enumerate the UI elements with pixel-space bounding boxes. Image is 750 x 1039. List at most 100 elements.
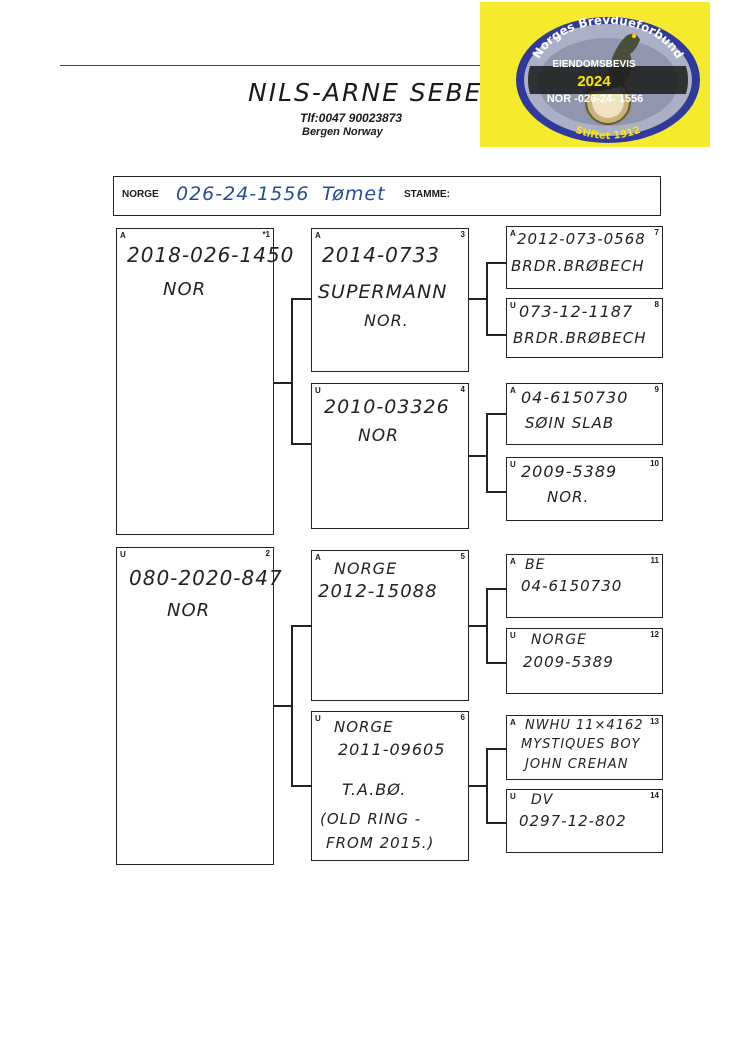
position-number: 14 bbox=[650, 791, 659, 800]
ancestor-ring: 2012-15088 bbox=[318, 581, 438, 602]
connector bbox=[291, 625, 311, 627]
cert-year: 2024 bbox=[577, 73, 611, 90]
ancestor-ring: 2009-5389 bbox=[523, 653, 614, 671]
connector bbox=[273, 705, 291, 707]
position-number: 12 bbox=[650, 630, 659, 639]
connector bbox=[486, 413, 488, 491]
ancestor-info: MYSTIQUES BOY bbox=[521, 737, 641, 752]
ancestor-info: T.A.BØ. bbox=[342, 780, 407, 799]
connector bbox=[291, 625, 293, 785]
sex-marker: U bbox=[510, 301, 516, 310]
connector bbox=[486, 588, 506, 590]
header-rule bbox=[60, 65, 480, 66]
ancestor-info: DV bbox=[531, 792, 554, 808]
position-number: 4 bbox=[460, 385, 465, 394]
pedigree-box-8: U 8 073-12-1187 BRDR.BRØBECH bbox=[506, 298, 663, 358]
ancestor-ring: 073-12-1187 bbox=[519, 302, 634, 321]
ancestor-info: NORGE bbox=[334, 559, 398, 578]
position-number: 13 bbox=[650, 717, 659, 726]
connector bbox=[468, 625, 486, 627]
pigeon-country: NORGE bbox=[122, 189, 159, 200]
ancestor-info: JOHN CREHAN bbox=[525, 757, 629, 772]
emblem-graphic: Norges Brevdueforbund Stiftet 1912 bbox=[516, 13, 700, 143]
ancestor-info: NOR bbox=[167, 600, 211, 621]
ancestor-ring: 2009-5389 bbox=[521, 462, 618, 481]
sex-marker: U bbox=[315, 714, 321, 723]
federation-emblem: Norges Brevdueforbund Stiftet 1912 bbox=[514, 13, 702, 144]
owner-name: NILS-ARNE SEBERG bbox=[248, 78, 524, 107]
connector bbox=[291, 785, 311, 787]
ancestor-info: NOR. bbox=[364, 311, 409, 330]
cert-ring-number: NOR -026-24- 1556 bbox=[546, 93, 644, 105]
pedigree-box-9: A 9 04-6150730 SØIN SLAB bbox=[506, 383, 663, 445]
connector bbox=[486, 262, 506, 264]
ancestor-ring: 0297-12-802 bbox=[519, 812, 627, 830]
ancestor-info: NOR bbox=[358, 426, 399, 446]
pigeon-strain-label: STAMME: bbox=[404, 189, 450, 200]
ancestor-info: BE bbox=[525, 557, 546, 573]
ancestor-ring: 04-6150730 bbox=[521, 388, 629, 407]
position-number: 5 bbox=[460, 552, 465, 561]
sex-marker: A bbox=[315, 553, 321, 562]
ancestor-info: NORGE bbox=[334, 718, 394, 736]
ancestor-info: NOR. bbox=[547, 488, 590, 506]
pedigree-box-11: A 11 BE 04-6150730 bbox=[506, 554, 663, 618]
ancestor-info: BRDR.BRØBECH bbox=[511, 257, 645, 275]
sex-marker: U bbox=[510, 460, 516, 469]
pedigree-box-5: A 5 NORGE 2012-15088 bbox=[311, 550, 469, 701]
sex-marker: U bbox=[510, 631, 516, 640]
connector bbox=[468, 785, 486, 787]
cert-doc-type: EIENDOMSBEVIS bbox=[552, 59, 636, 70]
pedigree-box-4: U 4 2010-03326 NOR bbox=[311, 383, 469, 529]
sex-marker: A bbox=[120, 231, 126, 240]
ancestor-ring: 2011-09605 bbox=[338, 740, 446, 759]
pedigree-box-3: A 3 2014-0733 SUPERMANN NOR. bbox=[311, 228, 469, 372]
pedigree-box-6: U 6 NORGE 2011-09605 T.A.BØ. (OLD RING -… bbox=[311, 711, 469, 861]
owner-phone: Tlf:0047 90023873 bbox=[300, 111, 403, 125]
sex-marker: A bbox=[510, 557, 516, 566]
pedigree-box-12: U 12 NORGE 2009-5389 bbox=[506, 628, 663, 694]
pedigree-box-10: U 10 2009-5389 NOR. bbox=[506, 457, 663, 521]
ancestor-info: NORGE bbox=[531, 632, 587, 648]
ownership-certificate: Norges Brevdueforbund Stiftet 1912 EIEND… bbox=[480, 2, 710, 147]
position-number: 2 bbox=[265, 549, 270, 558]
ancestor-info: (OLD RING - bbox=[320, 810, 422, 828]
connector bbox=[468, 455, 486, 457]
ancestor-info: FROM 2015.) bbox=[326, 834, 435, 852]
pedigree-box-mother: U 2 080-2020-847 NOR bbox=[116, 547, 282, 865]
position-number: 8 bbox=[654, 300, 659, 309]
owner-city: Bergen Norway bbox=[302, 126, 383, 138]
ancestor-info: SØIN SLAB bbox=[525, 414, 615, 432]
pedigree-box-14: U 14 DV 0297-12-802 bbox=[506, 789, 663, 853]
cert-founded: Stiftet 1912 bbox=[574, 125, 642, 142]
ancestor-info: BRDR.BRØBECH bbox=[513, 329, 647, 347]
ancestor-ring: 2018-026-1450 bbox=[127, 243, 295, 267]
ancestor-ring: 2014-0733 bbox=[322, 243, 441, 267]
position-number: 9 bbox=[654, 385, 659, 394]
pigeon-id-bar: NORGE 026-24-1556 Tømet STAMME: bbox=[113, 176, 661, 216]
ancestor-info: NOR bbox=[163, 279, 207, 300]
connector bbox=[486, 662, 506, 664]
ancestor-ring: NWHU 11×4162 bbox=[525, 718, 644, 733]
connector bbox=[291, 298, 293, 443]
connector bbox=[486, 822, 506, 824]
position-number: 6 bbox=[460, 713, 465, 722]
ancestor-ring: 2012-073-0568 bbox=[517, 230, 646, 248]
connector bbox=[486, 413, 506, 415]
pedigree-box-7: A 7 2012-073-0568 BRDR.BRØBECH bbox=[506, 226, 663, 289]
pedigree-box-father: A *1 2018-026-1450 NOR bbox=[116, 228, 293, 535]
ancestor-info: SUPERMANN bbox=[318, 281, 448, 303]
connector bbox=[291, 443, 311, 445]
sex-marker: A bbox=[315, 231, 321, 240]
position-number: 7 bbox=[654, 228, 659, 237]
connector bbox=[468, 298, 486, 300]
position-number: 11 bbox=[650, 556, 659, 565]
sex-marker: U bbox=[315, 386, 321, 395]
position-number: 10 bbox=[650, 459, 659, 468]
sex-marker: U bbox=[120, 550, 126, 559]
sex-marker: A bbox=[510, 229, 516, 238]
connector bbox=[486, 748, 506, 750]
connector bbox=[486, 748, 488, 822]
connector bbox=[486, 334, 506, 336]
connector bbox=[486, 491, 506, 493]
